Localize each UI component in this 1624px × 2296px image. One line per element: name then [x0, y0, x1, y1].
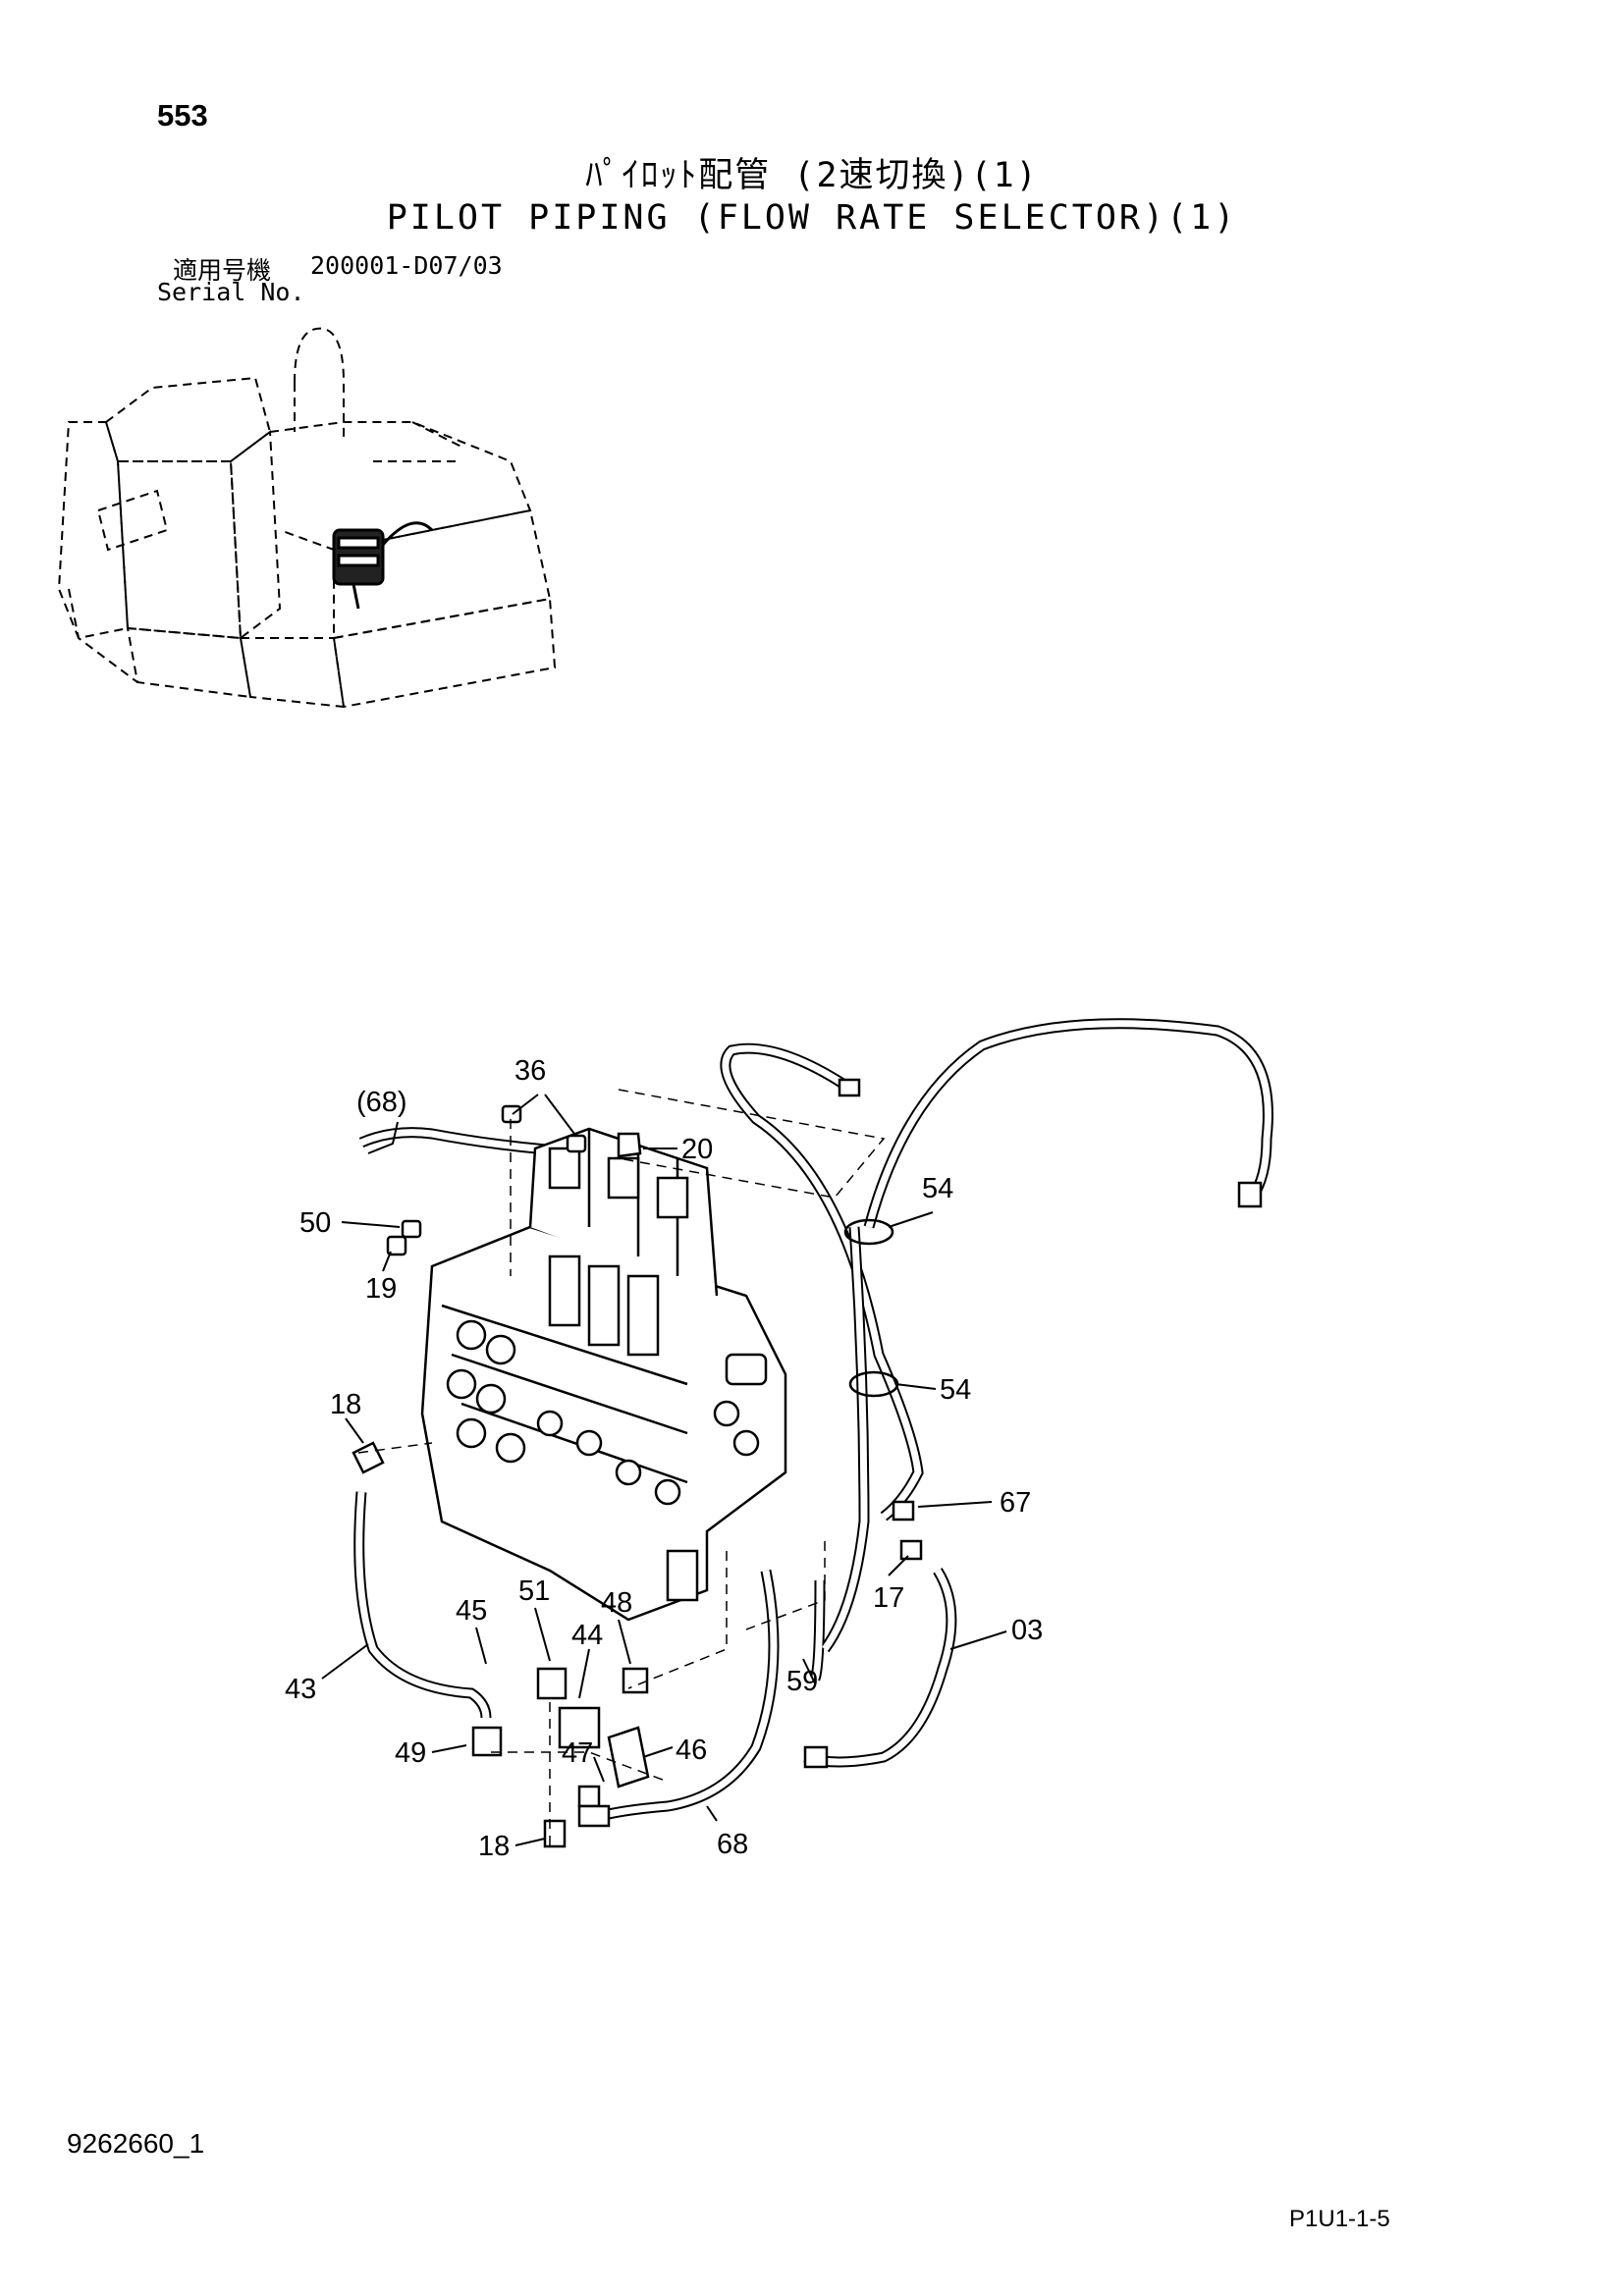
control-valve-block	[420, 1127, 787, 1622]
serial-label-english: Serial No.	[157, 278, 305, 306]
callout-18-lower: 18	[478, 1831, 510, 1862]
callout-54-lower: 54	[940, 1374, 971, 1406]
callout-18-upper: 18	[330, 1389, 361, 1420]
excavator-locator-illustration	[57, 327, 557, 709]
callout-labels: 36 (68) 20 54 50 19 54 18 67 17 51 48 45…	[285, 1055, 1043, 1862]
callout-68-paren: (68)	[356, 1087, 407, 1118]
callout-19: 19	[365, 1273, 397, 1305]
serial-label-japanese: 適用号機	[173, 256, 272, 285]
callout-50: 50	[299, 1207, 331, 1239]
alignment-lines	[357, 1089, 886, 1845]
callout-45: 45	[456, 1595, 487, 1627]
callout-67: 67	[1000, 1487, 1031, 1519]
callout-48: 48	[601, 1587, 632, 1619]
title-japanese: ﾊﾟｲﾛｯﾄ配管 (2速切換)(1)	[585, 156, 1039, 195]
callout-36: 36	[514, 1055, 546, 1087]
serial-range: 200001-D07/03	[310, 251, 503, 280]
callout-20: 20	[681, 1134, 713, 1165]
callout-51: 51	[518, 1575, 550, 1607]
callout-46: 46	[676, 1735, 707, 1766]
callout-44: 44	[571, 1620, 603, 1651]
callout-68: 68	[717, 1829, 748, 1860]
control-valve-highlight	[332, 521, 434, 610]
page-number: 553	[157, 98, 208, 133]
title-english: PILOT PIPING (FLOW RATE SELECTOR)(1)	[386, 198, 1238, 238]
callout-43: 43	[285, 1674, 316, 1705]
page-code: P1U1-1-5	[1289, 2206, 1390, 2232]
callout-17: 17	[873, 1582, 904, 1614]
callout-03: 03	[1011, 1615, 1043, 1646]
leader-lines	[321, 1094, 1007, 1846]
drawing-number: 9262660_1	[67, 2128, 205, 2159]
fittings	[352, 1078, 1263, 1848]
callout-59: 59	[786, 1666, 818, 1697]
callout-47: 47	[562, 1737, 593, 1769]
callout-49: 49	[395, 1737, 426, 1769]
callout-54-upper: 54	[922, 1173, 953, 1204]
